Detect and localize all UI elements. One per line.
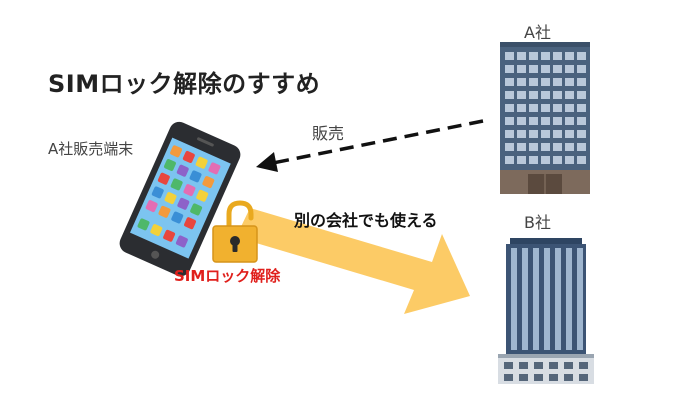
building-window <box>529 117 538 125</box>
building-window <box>529 91 538 99</box>
building-window <box>579 374 588 381</box>
building-window <box>565 91 574 99</box>
building-window <box>553 117 562 125</box>
building-window <box>517 91 526 99</box>
sales-label: 販売 <box>312 124 345 143</box>
building-window <box>565 130 574 138</box>
building-window <box>505 130 514 138</box>
building-window <box>529 143 538 151</box>
building-window <box>577 130 586 138</box>
building-window <box>517 130 526 138</box>
building-window <box>504 362 513 369</box>
building-window <box>511 248 517 350</box>
building-window <box>544 248 550 350</box>
building-window <box>555 248 561 350</box>
padlock-unlocked-icon <box>212 200 258 263</box>
building-window <box>529 52 538 60</box>
building-window <box>529 78 538 86</box>
building-window <box>505 104 514 112</box>
building-window <box>541 65 550 73</box>
building-window <box>534 362 543 369</box>
building-window <box>577 104 586 112</box>
building-window <box>577 156 586 164</box>
building-window <box>517 143 526 151</box>
building-window <box>517 78 526 86</box>
building-window <box>505 65 514 73</box>
building-window <box>553 156 562 164</box>
building-window <box>529 156 538 164</box>
building-window <box>541 78 550 86</box>
building-window <box>522 248 528 350</box>
building-window <box>577 248 583 350</box>
building-window <box>565 117 574 125</box>
building-window <box>577 78 586 86</box>
building-window <box>566 248 572 350</box>
building-window <box>504 374 513 381</box>
company-a-label: A社 <box>524 23 551 42</box>
building-window <box>565 156 574 164</box>
building-window <box>564 362 573 369</box>
building-window <box>565 52 574 60</box>
sim-unlock-label: SIMロック解除 <box>174 267 281 285</box>
building-window <box>505 91 514 99</box>
building-window <box>577 91 586 99</box>
device-label: A社販売端末 <box>48 140 134 158</box>
building-window <box>553 91 562 99</box>
building-window <box>541 91 550 99</box>
building-window <box>519 362 528 369</box>
building-window <box>505 52 514 60</box>
building-window <box>577 65 586 73</box>
building-window <box>529 130 538 138</box>
smartphone-icon <box>119 121 241 277</box>
building-window <box>517 65 526 73</box>
building-window <box>505 117 514 125</box>
building-window <box>541 143 550 151</box>
building-window <box>541 52 550 60</box>
building-window <box>549 374 558 381</box>
building-window <box>553 104 562 112</box>
building-window <box>529 65 538 73</box>
building-window <box>553 143 562 151</box>
building-window <box>577 143 586 151</box>
building-window <box>553 78 562 86</box>
building-window <box>541 156 550 164</box>
usable-elsewhere-label: 別の会社でも使える <box>294 211 438 230</box>
building-window <box>517 104 526 112</box>
building-window <box>564 374 573 381</box>
building-window <box>553 52 562 60</box>
building-window <box>505 78 514 86</box>
building-window <box>565 78 574 86</box>
building-window <box>541 130 550 138</box>
building-window <box>565 104 574 112</box>
building-window <box>541 104 550 112</box>
building-window <box>541 117 550 125</box>
building-window <box>565 143 574 151</box>
building-window <box>549 362 558 369</box>
page-title: SIMロック解除のすすめ <box>48 70 321 98</box>
building-window <box>553 65 562 73</box>
building-window <box>505 143 514 151</box>
building-window <box>517 117 526 125</box>
building-window <box>553 130 562 138</box>
building-window <box>534 374 543 381</box>
company-b-label: B社 <box>524 213 551 232</box>
building-window <box>529 104 538 112</box>
skyscraper-icon <box>498 238 594 384</box>
building-window <box>517 52 526 60</box>
building-window <box>577 117 586 125</box>
building-window <box>505 156 514 164</box>
unlock-arrow <box>236 208 470 314</box>
building-window <box>579 362 588 369</box>
building-window <box>517 156 526 164</box>
building-window <box>519 374 528 381</box>
building-window <box>577 52 586 60</box>
sales-arrow <box>256 119 484 172</box>
office-building-icon <box>500 42 590 194</box>
building-window <box>533 248 539 350</box>
building-window <box>565 65 574 73</box>
